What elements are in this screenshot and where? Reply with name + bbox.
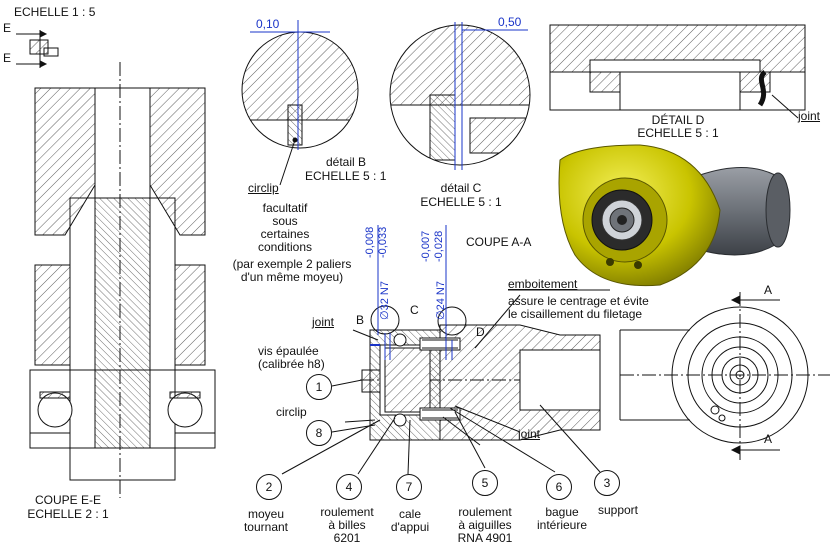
part-label-roulement-billes-1: roulement [320, 505, 374, 519]
detail-c-title: détail C [440, 181, 482, 195]
coupe-aa-view [619, 292, 830, 460]
circlip-note-line-3: certaines [260, 227, 310, 241]
detail-d-scale: ECHELLE 5 : 1 [637, 126, 719, 140]
section-marker-icon [16, 30, 59, 68]
coupe-ee-section [29, 62, 216, 498]
fit-d24-upper: -0,007 [420, 230, 432, 262]
fit-d32-lower: -0,033 [377, 226, 389, 258]
balloon-7: 7 [396, 474, 422, 500]
coupe-aa-marker-top: A [764, 283, 773, 297]
balloon-4: 4 [336, 474, 362, 500]
top-scale-label: ECHELLE 1 : 5 [14, 5, 96, 19]
detail-b-scale: ECHELLE 5 : 1 [305, 169, 387, 183]
detail-letter-b: B [356, 313, 365, 327]
emboitement-desc-line-2: le cisaillement du filetage [508, 307, 643, 321]
part-label-bague-1: bague [545, 505, 579, 519]
balloon-3: 3 [594, 470, 620, 496]
part-label-moyeu-1: moyeu [247, 507, 285, 521]
fit-d32-upper: -0,008 [364, 226, 376, 258]
balloon-1: 1 [306, 374, 332, 400]
circlip-note-line-4: conditions [257, 240, 313, 254]
emboitement-label: emboitement [508, 277, 578, 291]
circlip-example-line-1: (par exemple 2 paliers [232, 257, 352, 271]
balloon-2: 2 [256, 474, 282, 500]
part-label-support: support [597, 503, 639, 517]
assembly-section [281, 225, 610, 475]
joint-bottom-label: joint [518, 427, 541, 441]
detail-c-view [389, 22, 531, 170]
circlip-note-line-1: facultatif [262, 201, 308, 215]
joint-top-label: joint [312, 315, 335, 329]
detail-d-title: DÉTAIL D [651, 113, 705, 127]
circlip-example-line-2: d'un même moyeu) [240, 270, 344, 284]
vis-label-line-2: (calibrée h8) [258, 357, 325, 371]
balloon-8: 8 [306, 420, 332, 446]
coupe-ee-title: COUPE E-E [34, 493, 101, 507]
coupe-ee-scale: ECHELLE 2 : 1 [27, 507, 109, 521]
part-label-roulement-aiguilles-3: RNA 4901 [457, 531, 513, 545]
part-label-roulement-aiguilles-2: à aiguilles [458, 518, 512, 532]
part-label-roulement-billes-3: 6201 [333, 531, 361, 545]
part-label-roulement-billes-2: à billes [328, 518, 366, 532]
detail-d-view [549, 24, 806, 119]
detail-letter-c: C [410, 303, 419, 317]
fit-d24-lower: -0,028 [433, 230, 445, 262]
detail-c-scale: ECHELLE 5 : 1 [420, 195, 502, 209]
part-label-roulement-aiguilles-1: roulement [458, 505, 512, 519]
detail-d-joint-label: joint [798, 109, 821, 123]
fit-d24-label: ∅24 N7 [435, 281, 447, 320]
vis-label-line-1: vis épaulée [258, 344, 319, 358]
emboitement-desc-line-1: assure le centrage et évite [508, 294, 649, 308]
section-marker-top: E [3, 21, 12, 35]
part-label-cale-1: cale [398, 507, 421, 521]
balloon-6: 6 [546, 474, 572, 500]
detail-letter-d: D [476, 325, 485, 339]
detail-b-title: détail B [326, 155, 367, 169]
part-3d-render [558, 144, 791, 287]
circlip-note-line-2: sous [272, 214, 298, 228]
circlip-label: circlip [276, 405, 307, 419]
detail-b-tolerance: 0,10 [256, 17, 280, 31]
part-label-moyeu-2: tournant [243, 520, 289, 534]
part-label-bague-2: intérieure [536, 518, 588, 532]
coupe-aa-marker-bottom: A [764, 432, 773, 446]
balloon-5: 5 [472, 470, 498, 496]
detail-c-tolerance: 0,50 [498, 15, 522, 29]
part-label-cale-2: d'appui [390, 520, 430, 534]
circlip-note-label: circlip [248, 181, 279, 195]
coupe-aa-title: COUPE A-A [466, 235, 532, 249]
fit-d32-label: ∅32 N7 [379, 281, 391, 320]
section-marker-bottom: E [3, 51, 12, 65]
